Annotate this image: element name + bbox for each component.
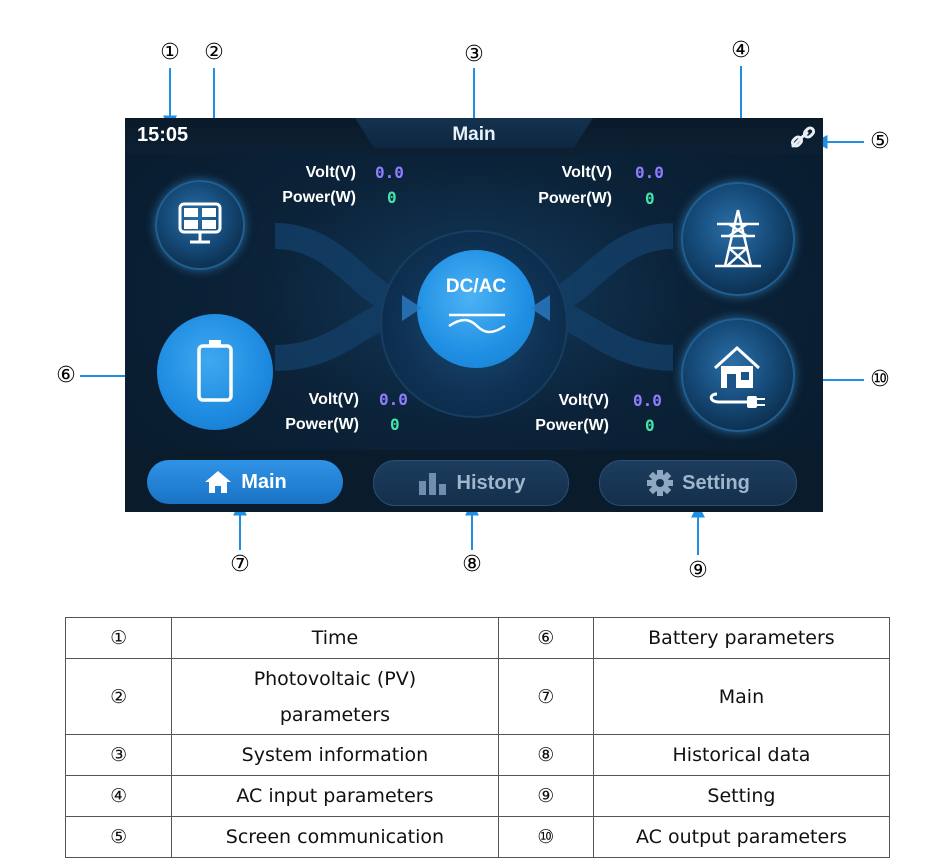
legend-description: AC output parameters xyxy=(592,816,891,858)
flow-arrow-left-icon xyxy=(402,295,422,321)
callout-8: ⑧ xyxy=(462,552,482,577)
table-row: ① Time ⑥ Battery parameters xyxy=(64,617,891,659)
home-icon xyxy=(205,471,232,493)
tab-setting[interactable]: Setting xyxy=(599,460,797,506)
callout-7: ⑦ xyxy=(230,552,250,577)
load-volt-label: Volt(V) xyxy=(558,392,609,409)
legend-description: Photovoltaic (PV) parameters xyxy=(171,658,499,735)
load-node[interactable] xyxy=(681,318,795,432)
callout-5: ⑤ xyxy=(870,129,890,154)
battery-power-label: Power(W) xyxy=(285,416,359,433)
callout-9: ⑨ xyxy=(688,558,708,583)
load-power-label: Power(W) xyxy=(535,417,609,434)
grid-volt-value: 0.0 xyxy=(635,163,664,182)
legend-description: Screen communication xyxy=(171,816,499,858)
legend-description: Historical data xyxy=(592,734,891,776)
callout-1: ① xyxy=(160,40,180,65)
power-tower-icon xyxy=(715,209,761,268)
table-row: ③ System information ⑧ Historical data xyxy=(64,734,891,776)
table-row: ② Photovoltaic (PV) parameters ⑦ Main xyxy=(64,658,891,735)
battery-icon xyxy=(197,340,233,402)
dc-ac-label: DC/AC xyxy=(445,276,507,297)
house-plug-icon xyxy=(709,345,765,408)
legend-number: ⑥ xyxy=(497,617,594,659)
tab-history-label: History xyxy=(456,471,526,494)
dc-ac-inverter-icon[interactable] xyxy=(417,250,535,368)
grid-power-value: 0 xyxy=(645,189,655,208)
table-row: ④ AC input parameters ⑨ Setting xyxy=(64,775,891,817)
battery-volt-value: 0.0 xyxy=(379,390,408,409)
callout-2: ② xyxy=(204,40,224,65)
pv-volt-value: 0.0 xyxy=(375,163,404,182)
legend-number: ③ xyxy=(64,734,173,776)
pv-power-label: Power(W) xyxy=(282,189,356,206)
legend-number: ① xyxy=(64,617,173,659)
legend-description: System information xyxy=(171,734,499,776)
solar-panel-icon xyxy=(178,202,222,244)
battery-node[interactable] xyxy=(157,314,273,430)
grid-volt-label: Volt(V) xyxy=(561,164,612,181)
callout-6: ⑥ xyxy=(56,363,76,388)
legend-description: Setting xyxy=(592,775,891,817)
tab-setting-label: Setting xyxy=(682,471,750,494)
clock: 15:05 xyxy=(137,124,189,146)
bar-chart-icon xyxy=(418,473,446,495)
grid-node[interactable] xyxy=(681,182,795,296)
battery-power-value: 0 xyxy=(390,415,400,434)
legend-number: ⑦ xyxy=(497,658,594,735)
pv-volt-label: Volt(V) xyxy=(305,164,356,181)
legend-description: Main xyxy=(592,658,891,735)
flow-arrow-right-icon xyxy=(530,295,550,321)
device-screen: Main 15:05 DC/AC xyxy=(125,118,823,512)
legend-number: ⑩ xyxy=(497,816,594,858)
legend-description: AC input parameters xyxy=(171,775,499,817)
legend-number: ② xyxy=(64,658,173,735)
pv-power-value: 0 xyxy=(387,188,397,207)
legend-number: ⑨ xyxy=(497,775,594,817)
battery-volt-label: Volt(V) xyxy=(308,391,359,408)
load-volt-value: 0.0 xyxy=(633,391,662,410)
table-row: ⑤ Screen communication ⑩ AC output param… xyxy=(64,816,891,858)
page-title: Main xyxy=(452,124,496,145)
tab-main[interactable]: Main xyxy=(147,460,343,504)
grid-power-label: Power(W) xyxy=(538,190,612,207)
legend-description: Time xyxy=(171,617,499,659)
legend-description: Battery parameters xyxy=(592,617,891,659)
legend-number: ④ xyxy=(64,775,173,817)
tab-main-label: Main xyxy=(241,470,287,493)
gear-icon xyxy=(647,470,674,496)
tab-history[interactable]: History xyxy=(373,460,569,506)
legend-number: ⑤ xyxy=(64,816,173,858)
callout-3: ③ xyxy=(464,42,484,67)
callout-10: ⑩ xyxy=(870,367,890,392)
callout-4: ④ xyxy=(731,38,751,63)
legend-number: ⑧ xyxy=(497,734,594,776)
legend-table: ① Time ⑥ Battery parameters ② Photovolta… xyxy=(64,617,891,858)
pv-node[interactable] xyxy=(155,180,245,270)
sine-wave-icon xyxy=(448,313,506,334)
load-power-value: 0 xyxy=(645,416,655,435)
title-tab xyxy=(355,118,593,148)
link-icon[interactable] xyxy=(789,124,819,150)
